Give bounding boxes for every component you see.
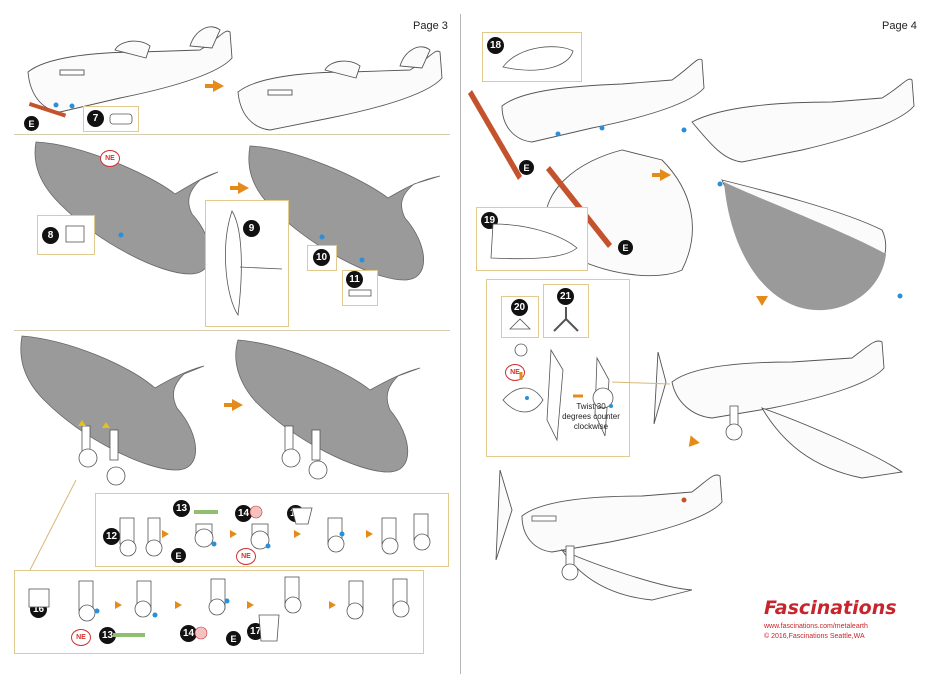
flow-arrow	[329, 601, 336, 609]
step-11-frame: 11	[342, 270, 378, 306]
page-3: Page 3 E 7 NE 8 9	[0, 0, 460, 686]
marker-e: E	[24, 116, 39, 131]
step-7-badge: 7	[87, 110, 104, 127]
flow-arrow	[205, 80, 224, 92]
page-number: Page 3	[413, 20, 448, 32]
section-divider	[14, 330, 450, 331]
step-8-frame: 8	[37, 215, 95, 255]
flow-arrow	[224, 399, 243, 411]
step-10-badge: 10	[313, 249, 330, 266]
step-18-badge: 18	[487, 37, 504, 54]
page-divider	[460, 14, 461, 674]
step-13-badge: 13	[173, 500, 190, 517]
step-14-badge: 14	[235, 505, 252, 522]
brand-url[interactable]: www.fascinations.com/metalearth	[764, 623, 868, 630]
marker-e: E	[618, 240, 633, 255]
completed-model-illustration	[495, 469, 723, 601]
propeller-steps-panel: 20 21 NE Twist 30 degrees counter clockw…	[486, 279, 630, 457]
flow-arrow	[652, 169, 671, 181]
step-19-frame: 19	[476, 207, 588, 271]
flow-arrow	[175, 601, 182, 609]
gear-steps-panel-2: 16 13 14 17 NE E	[14, 570, 424, 654]
part-18-icon	[502, 46, 574, 71]
step-9-frame: 9	[205, 200, 289, 327]
brand-logo: Fascinations	[764, 597, 897, 619]
step-21-badge: 21	[557, 288, 574, 305]
part-11-icon	[348, 289, 372, 297]
part-8-icon	[65, 225, 85, 243]
flow-arrow	[756, 296, 768, 306]
section-divider	[14, 134, 450, 135]
step-20-badge: 20	[511, 299, 528, 316]
step-10-frame: 10	[307, 245, 337, 271]
fuselage-illustration	[27, 26, 443, 131]
twist-instruction: Twist 30 degrees counter clockwise	[562, 402, 620, 431]
step-11-badge: 11	[346, 271, 363, 288]
step-8-badge: 8	[42, 227, 59, 244]
part-19-icon	[490, 223, 578, 260]
part-9-icon	[225, 210, 283, 317]
flow-arrow	[366, 530, 373, 538]
step-18-frame: 18	[482, 32, 582, 82]
gear-wing-illustration	[20, 335, 421, 571]
copyright-notice: © 2016,Fascinations Seattle,WA	[764, 633, 865, 640]
marker-e: E	[519, 160, 534, 175]
flow-arrow	[294, 530, 301, 538]
step-12-badge: 12	[103, 528, 120, 545]
step-14-badge: 14	[180, 625, 197, 642]
page-4: Page 4 18 E E 19 20 21 NE	[462, 0, 928, 686]
step-13-badge: 13	[99, 627, 116, 644]
page-number: Page 4	[882, 20, 917, 32]
marker-ne: NE	[100, 150, 120, 167]
flow-arrow	[247, 601, 254, 609]
marker-ne: NE	[236, 548, 256, 565]
part-21-icon	[553, 307, 579, 332]
flow-arrow	[162, 530, 169, 538]
marker-e: E	[171, 548, 186, 563]
step-9-badge: 9	[243, 220, 260, 237]
flow-arrow	[230, 530, 237, 538]
step-20-frame: 20	[501, 296, 539, 338]
gear-steps-panel: 12 13 14 15 E NE	[95, 493, 449, 567]
flow-arrow	[230, 182, 249, 194]
gear-parts-row	[119, 505, 431, 557]
fuselage-wing-illustration	[468, 58, 915, 311]
marker-ne: NE	[71, 629, 91, 646]
part-20-icon	[509, 318, 531, 330]
marker-e: E	[226, 631, 241, 646]
step-7-frame: 7	[83, 106, 139, 132]
part-7-icon	[109, 113, 133, 125]
propeller-illustration	[502, 343, 614, 442]
gear-parts-row-2	[28, 576, 410, 642]
flow-arrow	[115, 601, 122, 609]
propeller-fit-illustration	[611, 340, 904, 479]
step-21-frame: 21	[543, 284, 589, 338]
wing-illustration	[34, 141, 441, 281]
